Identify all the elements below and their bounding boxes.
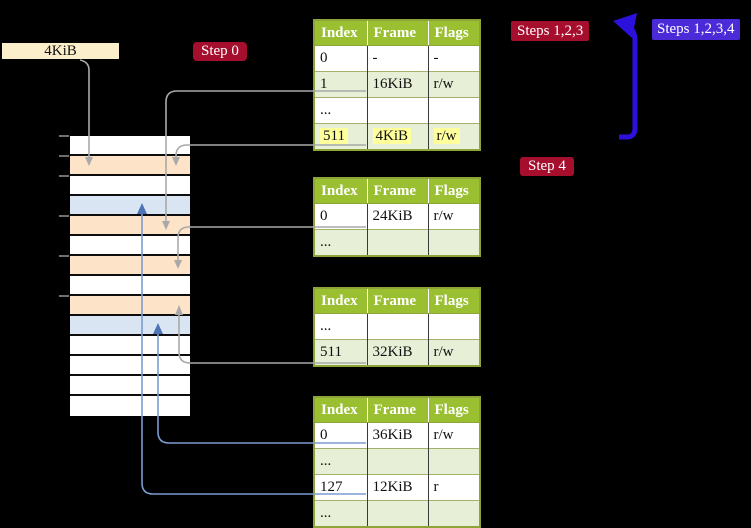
column-header: Flags bbox=[428, 288, 480, 314]
table-row: ... bbox=[314, 500, 480, 527]
address-tick bbox=[59, 155, 69, 157]
table-cell: - bbox=[367, 45, 429, 72]
memory-frame-blue bbox=[70, 196, 190, 216]
table-cell: 0 bbox=[314, 203, 368, 230]
table-cell: ... bbox=[314, 500, 368, 527]
table-cell bbox=[367, 448, 429, 475]
memory-frame-white bbox=[70, 396, 190, 416]
table-row: ... bbox=[314, 229, 480, 256]
physical-memory-stack bbox=[70, 136, 190, 416]
table-cell: r/w bbox=[428, 339, 480, 366]
table-cell: 511 bbox=[314, 339, 368, 366]
table-cell: 36KiB bbox=[367, 422, 429, 449]
table-cell: 1 bbox=[314, 71, 368, 98]
column-header: Flags bbox=[428, 178, 480, 204]
step0-badge: Step 0 bbox=[193, 42, 247, 61]
table-row: ... bbox=[314, 313, 480, 340]
table-cell: 16KiB bbox=[367, 71, 429, 98]
table-cell: 0 bbox=[314, 422, 368, 449]
highlighted-value: 4KiB bbox=[372, 128, 412, 144]
steps1234-badge: Steps 1,2,3,4 bbox=[652, 19, 740, 40]
table-cell: r/w bbox=[428, 123, 480, 150]
table-cell: 511 bbox=[314, 123, 368, 150]
highlighted-value: 511 bbox=[320, 128, 348, 144]
table-row: ... bbox=[314, 448, 480, 475]
table-cell: ... bbox=[314, 97, 368, 124]
table-cell: 0 bbox=[314, 45, 368, 72]
table-cell: r bbox=[428, 474, 480, 501]
table-cell bbox=[367, 229, 429, 256]
column-header: Frame bbox=[367, 288, 429, 314]
address-tick bbox=[59, 255, 69, 257]
steps-cycle-arrow bbox=[613, 13, 638, 140]
table-row: 0-- bbox=[314, 45, 480, 72]
table-cell bbox=[428, 500, 480, 527]
memory-frame-blue bbox=[70, 316, 190, 336]
table-cell: 4KiB bbox=[367, 123, 429, 150]
memory-frame-white bbox=[70, 276, 190, 296]
table-cell: ... bbox=[314, 313, 368, 340]
table-cell bbox=[367, 500, 429, 527]
memory-frame-white bbox=[70, 376, 190, 396]
table-cell: 127 bbox=[314, 474, 368, 501]
table-cell: - bbox=[428, 45, 480, 72]
memory-frame-white bbox=[70, 336, 190, 356]
steps123-badge: Steps 1,2,3 bbox=[511, 21, 590, 41]
memory-frame-white bbox=[70, 356, 190, 376]
table-cell bbox=[428, 229, 480, 256]
frame-size-label: 4KiB bbox=[2, 43, 119, 59]
table-cell: 32KiB bbox=[367, 339, 429, 366]
table-cell: r/w bbox=[428, 203, 480, 230]
table-cell: 24KiB bbox=[367, 203, 429, 230]
table-cell bbox=[367, 313, 429, 340]
memory-frame-white bbox=[70, 136, 190, 156]
table-row: ... bbox=[314, 97, 480, 124]
memory-frame-orange bbox=[70, 296, 190, 316]
table-cell bbox=[428, 448, 480, 475]
step4-badge: Step 4 bbox=[520, 157, 574, 176]
table-cell: r/w bbox=[428, 422, 480, 449]
column-header: Flags bbox=[428, 20, 480, 46]
address-tick bbox=[59, 215, 69, 217]
table-cell: ... bbox=[314, 448, 368, 475]
column-header: Index bbox=[314, 20, 368, 46]
table-cell: 12KiB bbox=[367, 474, 429, 501]
table-cell: ... bbox=[314, 229, 368, 256]
highlighted-value: r/w bbox=[433, 128, 460, 144]
table-cell: r/w bbox=[428, 71, 480, 98]
table-row: 511 4KiB r/w bbox=[314, 123, 480, 150]
address-tick bbox=[59, 175, 69, 177]
memory-frame-white bbox=[70, 176, 190, 196]
table-cell bbox=[428, 97, 480, 124]
column-header: Flags bbox=[428, 397, 480, 423]
memory-frame-orange bbox=[70, 256, 190, 276]
address-tick bbox=[59, 135, 69, 137]
memory-frame-orange bbox=[70, 216, 190, 236]
table-cell bbox=[428, 313, 480, 340]
memory-frame-orange bbox=[70, 156, 190, 176]
table-cell bbox=[367, 97, 429, 124]
memory-frame-white bbox=[70, 236, 190, 256]
column-header: Index bbox=[314, 288, 368, 314]
column-header: Frame bbox=[367, 20, 429, 46]
column-header: Frame bbox=[367, 178, 429, 204]
column-header: Index bbox=[314, 397, 368, 423]
column-header: Frame bbox=[367, 397, 429, 423]
address-tick bbox=[59, 295, 69, 297]
column-header: Index bbox=[314, 178, 368, 204]
